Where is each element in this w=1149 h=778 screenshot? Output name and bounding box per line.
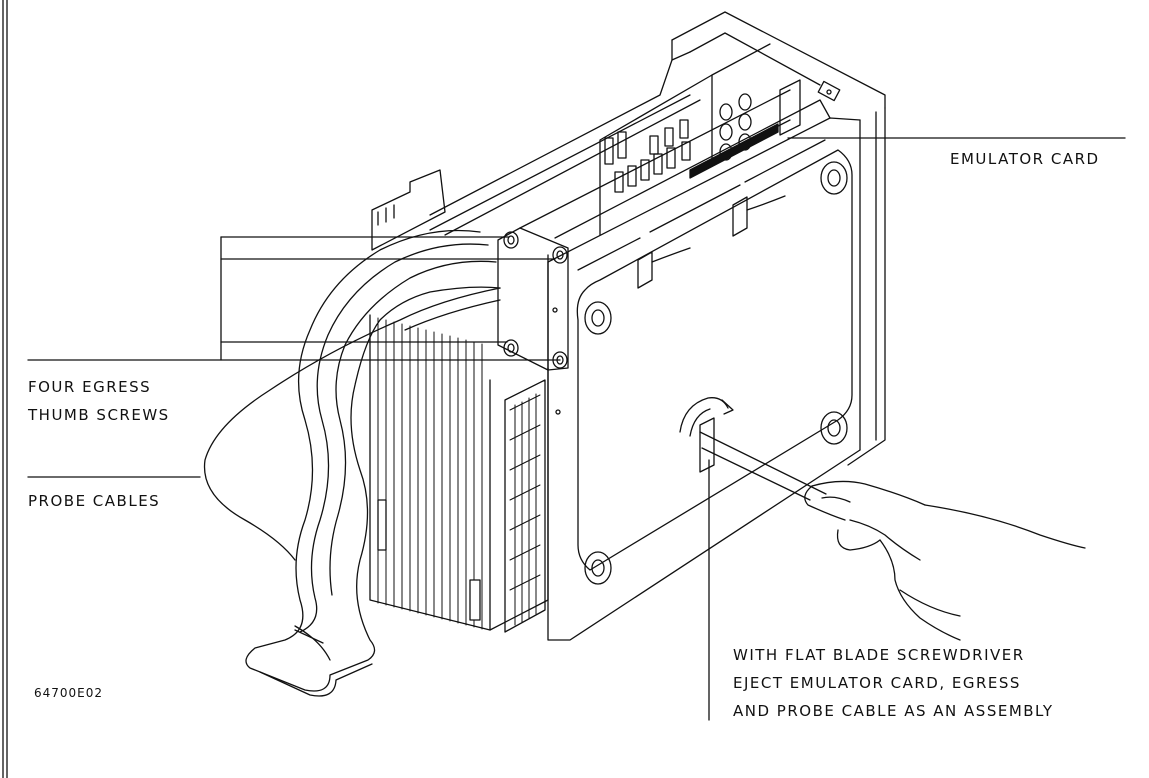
label-probe-cables: PROBE CABLES — [28, 492, 161, 510]
label-thumb-screws-line2: THUMB SCREWS — [28, 406, 170, 424]
label-instruction-line3: AND PROBE CABLE AS AN ASSEMBLY — [733, 702, 1054, 720]
probe-cable — [205, 230, 501, 696]
page-border — [3, 0, 7, 778]
label-emulator-card: EMULATOR CARD — [950, 150, 1100, 168]
egress-pod — [370, 170, 568, 632]
figure-id: 64700E02 — [34, 686, 104, 700]
label-instruction-line2: EJECT EMULATOR CARD, EGRESS — [733, 674, 1021, 692]
card-cage — [430, 44, 830, 238]
label-thumb-screws-line1: FOUR EGRESS — [28, 378, 152, 396]
chassis — [548, 12, 885, 640]
label-instruction-line1: WITH FLAT BLADE SCREWDRIVER — [733, 646, 1025, 664]
callout-lines — [28, 138, 1125, 720]
hand-screwdriver — [700, 432, 1085, 640]
